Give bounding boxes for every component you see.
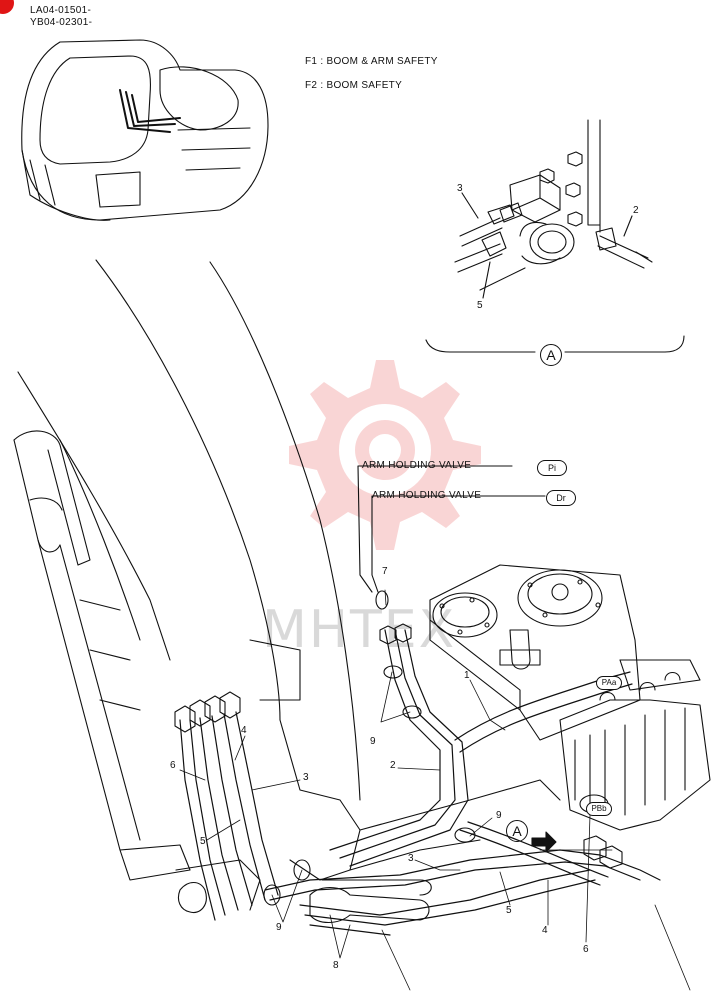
detail-callout-2: 2	[633, 205, 639, 216]
callout-9-lower: 9	[276, 922, 282, 933]
callout-1: 1	[464, 670, 470, 681]
callout-4-right: 4	[542, 925, 548, 936]
hose-sleeve-lower	[321, 879, 432, 896]
detail-a-view	[425, 119, 685, 353]
legend-f1: F1 : BOOM & ARM SAFETY	[305, 56, 438, 67]
callout-3-right: 3	[408, 853, 414, 864]
detail-callout-3: 3	[457, 183, 463, 194]
boom-structure	[17, 259, 561, 914]
watermark-text: МНТЕХ	[262, 600, 457, 660]
callout-5-right: 5	[506, 905, 512, 916]
callout-7: 7	[382, 566, 388, 577]
callout-5-left: 5	[200, 836, 206, 847]
control-valve	[429, 564, 711, 831]
dr-port-label: Dr	[546, 490, 576, 506]
model-code-2: YB04-02301-	[30, 17, 93, 28]
hose-fittings	[174, 623, 623, 869]
callout-2: 2	[390, 760, 396, 771]
dr-valve-label: ARM HOLDING VALVE	[372, 490, 482, 501]
callout-6-left: 6	[170, 760, 176, 771]
port-paa: PAa	[596, 676, 622, 690]
pi-port-label: Pi	[537, 460, 567, 476]
model-code-1: LA04-01501-	[30, 5, 92, 16]
port-pbb: PBb	[586, 802, 612, 816]
pi-valve-label: ARM HOLDING VALVE	[362, 460, 472, 471]
callout-leaders	[179, 589, 691, 991]
view-arrow-icon	[531, 831, 557, 853]
detail-callout-5: 5	[477, 300, 483, 311]
callout-9-upper: 9	[370, 736, 376, 747]
hose-clamps	[263, 590, 476, 906]
callout-9-right: 9	[496, 810, 502, 821]
callout-3-left: 3	[303, 772, 309, 783]
hose-bundles	[179, 629, 661, 936]
callout-4-left: 4	[241, 725, 247, 736]
callout-6-right: 6	[583, 944, 589, 955]
watermark-gear-icon	[289, 360, 481, 550]
hose-sleeve-upper	[309, 886, 430, 924]
corner-marker	[0, 0, 14, 14]
dr-leader-line	[371, 495, 546, 593]
arm-cylinder	[13, 430, 191, 881]
pi-leader-line	[357, 465, 513, 593]
callout-8: 8	[333, 960, 339, 971]
view-arrow-label: A	[506, 820, 528, 842]
detail-view-label: A	[540, 344, 562, 366]
excavator-inset	[21, 39, 269, 221]
legend-f2: F2 : BOOM SAFETY	[305, 80, 403, 91]
